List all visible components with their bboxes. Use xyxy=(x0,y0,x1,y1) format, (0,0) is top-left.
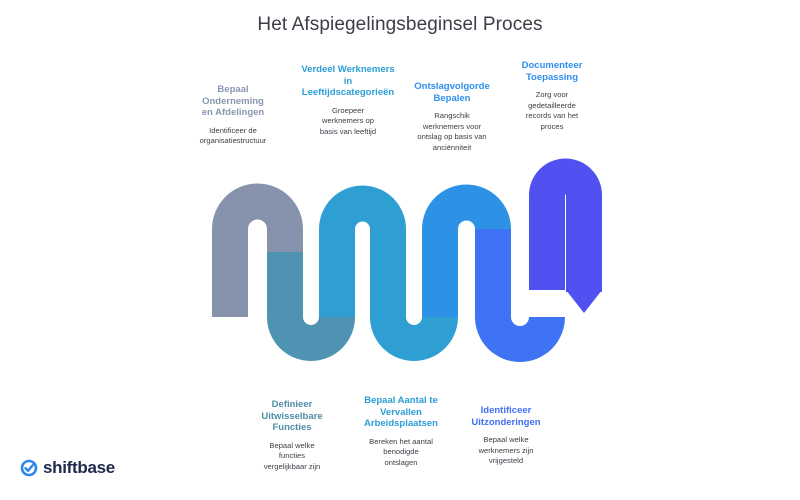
snake-segment xyxy=(267,229,303,252)
snake-segment xyxy=(319,229,355,317)
snake-segment xyxy=(475,229,511,317)
snake-segment xyxy=(370,229,406,317)
arrow-head xyxy=(566,290,602,313)
snake-segment xyxy=(529,195,565,229)
brand-logo: shiftbase xyxy=(20,458,115,478)
snake-turn xyxy=(475,317,565,362)
snake-turn xyxy=(319,185,406,229)
snake-turn xyxy=(370,317,458,361)
snake-turn xyxy=(212,183,303,229)
snake-turn xyxy=(422,184,511,229)
snake-segment xyxy=(267,252,303,317)
snake-segment xyxy=(212,229,248,317)
snake-segment xyxy=(566,195,602,292)
logo-icon xyxy=(20,459,38,477)
snake-turn xyxy=(267,317,355,361)
snake-turn xyxy=(529,158,602,195)
snake-segment xyxy=(422,229,458,317)
page-title: Het Afspiegelingsbeginsel Proces xyxy=(257,14,543,35)
brand-name: shiftbase xyxy=(43,458,115,477)
